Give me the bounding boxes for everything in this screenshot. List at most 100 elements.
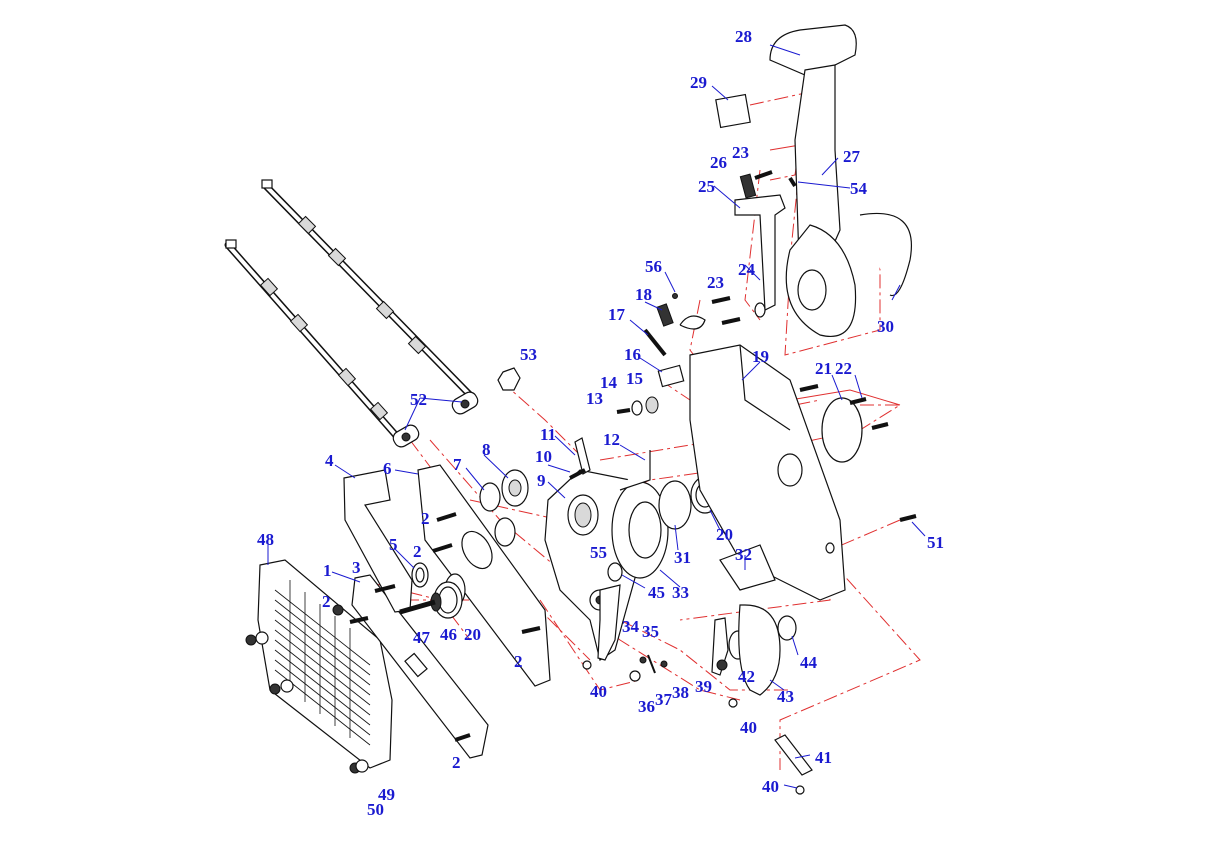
callout-40-c: 40 [762, 777, 779, 796]
callout-53: 53 [520, 345, 537, 364]
spring-clip-12 [619, 450, 651, 491]
callout-54: 54 [850, 179, 868, 198]
callout-19: 19 [752, 347, 769, 366]
callout-40-a: 40 [590, 682, 607, 701]
small-parts-35-38 [629, 654, 668, 682]
callout-27: 27 [843, 147, 861, 166]
clip-40-set [582, 660, 805, 795]
callout-22: 22 [835, 359, 852, 378]
callout-16: 16 [624, 345, 641, 364]
callout-17: 17 [608, 305, 626, 324]
roller-45 [607, 562, 623, 582]
screw-10 [569, 468, 586, 480]
cam-plate-43 [738, 604, 781, 696]
callout-28: 28 [735, 27, 752, 46]
washer-44 [777, 615, 797, 641]
callout-1: 1 [323, 561, 332, 580]
callout-2-b: 2 [413, 542, 422, 561]
handle-grip-28 [769, 24, 857, 76]
callout-35: 35 [642, 622, 659, 641]
callout-43: 43 [777, 687, 794, 706]
cable-end-clevis-lower [392, 424, 420, 448]
callout-4: 4 [325, 451, 334, 470]
callout-51: 51 [927, 533, 944, 552]
callout-30: 30 [877, 317, 894, 336]
lever-34 [597, 584, 621, 661]
callout-20-right: 20 [716, 525, 733, 544]
callout-12: 12 [603, 430, 620, 449]
callout-numbers: 28 29 27 26 23 54 25 24 56 23 18 17 30 1… [257, 27, 944, 819]
callout-23-lower: 23 [707, 273, 724, 292]
leader-lines [267, 44, 926, 789]
bushing-20-left [433, 581, 463, 619]
nut-53 [497, 367, 521, 391]
callout-49: 49 [378, 785, 395, 804]
callout-10: 10 [535, 447, 552, 466]
screw-54 [788, 176, 797, 188]
screw-23-set [711, 170, 773, 325]
callout-33: 33 [672, 583, 689, 602]
callout-8: 8 [482, 440, 491, 459]
callout-55: 55 [590, 543, 607, 562]
pin-56 [672, 293, 678, 299]
callout-5: 5 [389, 535, 398, 554]
callout-36: 36 [638, 697, 655, 716]
callout-31: 31 [674, 548, 691, 567]
parts-13-14-15 [616, 396, 659, 416]
gear-drum-33 [611, 481, 669, 579]
callout-32: 32 [735, 545, 752, 564]
cam-21 [821, 397, 863, 463]
callout-13: 13 [586, 389, 603, 408]
spring-18 [656, 303, 706, 330]
callout-14: 14 [600, 373, 618, 392]
bracket-32 [719, 544, 776, 591]
ring-31 [658, 480, 692, 530]
cable-end-clevis-upper [451, 391, 479, 415]
pin-17 [643, 328, 667, 357]
detent-wheel-8 [501, 469, 529, 507]
callout-24: 24 [738, 260, 756, 279]
callout-46: 46 [440, 625, 457, 644]
pin-41 [774, 734, 813, 776]
callout-2-c: 2 [322, 592, 331, 611]
ring-clip-30 [859, 212, 912, 297]
bracket-plate [343, 469, 413, 613]
control-cable-lower [224, 239, 404, 444]
callout-42: 42 [738, 667, 755, 686]
callout-50: 50 [367, 800, 384, 819]
callout-52: 52 [410, 390, 427, 409]
bushing-7 [479, 482, 501, 512]
button-29 [715, 93, 751, 129]
screw-51 [899, 514, 917, 522]
callout-21: 21 [815, 359, 832, 378]
hub-55 [567, 494, 599, 536]
callout-9: 9 [537, 471, 546, 490]
callout-15: 15 [626, 369, 643, 388]
callout-38: 38 [672, 683, 689, 702]
bushing-5 [411, 562, 429, 588]
side-strip-plate [351, 574, 489, 759]
callout-48: 48 [257, 530, 274, 549]
callout-11: 11 [540, 425, 556, 444]
callout-34: 34 [622, 617, 640, 636]
main-housing [689, 344, 846, 601]
callout-44: 44 [800, 653, 818, 672]
callout-29: 29 [690, 73, 707, 92]
callout-25: 25 [698, 177, 715, 196]
spring-26 [739, 173, 757, 199]
washer-nut-set [245, 604, 369, 774]
latch-11 [574, 437, 591, 475]
callout-7: 7 [453, 455, 462, 474]
callout-47: 47 [413, 628, 431, 647]
callout-2-e: 2 [452, 753, 461, 772]
callout-40-b: 40 [740, 718, 757, 737]
callout-45: 45 [648, 583, 665, 602]
latch-bar-25 [734, 194, 786, 311]
grille-cover-plate [257, 559, 393, 769]
lock-block-16 [657, 364, 685, 388]
callout-41: 41 [815, 748, 832, 767]
callout-2-d: 2 [514, 652, 523, 671]
lever-39 [711, 617, 729, 676]
callout-39: 39 [695, 677, 712, 696]
